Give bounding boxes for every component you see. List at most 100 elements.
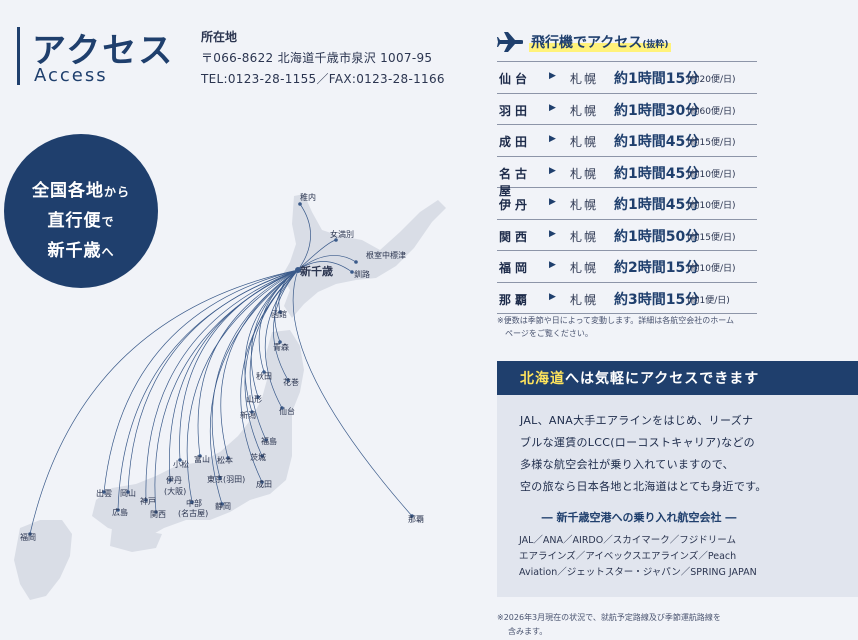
- city-label-kobe: 神戸: [140, 496, 156, 506]
- flight-note: ※便数は季節や日によって変動します。詳細は各航空会社のホーム: [497, 316, 735, 325]
- arrow-icon: ▶: [549, 260, 556, 270]
- hub-dot: [295, 267, 301, 273]
- city-label-hakodate: 函館: [271, 309, 287, 319]
- city-label-niigata: 新潟: [240, 410, 256, 420]
- city-label-narita: 成田: [256, 479, 272, 489]
- flight-duration: 約1時間15分: [614, 71, 700, 87]
- flight-origin: 名古屋: [499, 166, 532, 198]
- city-label-izumo: 出雲: [96, 488, 112, 498]
- info-title-highlight: 北海道: [520, 371, 565, 387]
- arrow-icon: ▶: [549, 165, 556, 176]
- airlines-line: JAL／ANA／AIRDO／スカイマーク／フジドリーム: [519, 535, 736, 546]
- city-label-tokyo: 東京(羽田): [207, 474, 245, 484]
- city-label-nagoya: (名古屋): [178, 508, 208, 518]
- info-paragraph-line: 多様な航空会社が乗り入れていますので、: [520, 458, 734, 471]
- flight-destination: 札幌: [570, 135, 599, 149]
- badge-line1-small: から: [103, 185, 130, 199]
- city-dot: [262, 370, 266, 374]
- route-line: [264, 269, 299, 409]
- city-dot: [334, 238, 338, 242]
- footnote: ※2026年3月現在の状況で、就航予定路線及び季節運航路線を: [497, 613, 721, 622]
- city-label-hiroshima: 広島: [112, 507, 128, 517]
- flight-destination: 札幌: [570, 198, 599, 212]
- flight-row: 関西▶札幌約1時間50分(約15便/日): [497, 220, 757, 251]
- city-label-sendai: 仙台: [279, 406, 295, 416]
- route-line: [211, 269, 299, 479]
- flight-row: 福岡▶札幌約2時間15分(約10便/日): [497, 251, 757, 283]
- airlines-heading: ― 新千歳空港への乗り入れ航空会社 ―: [541, 511, 737, 524]
- city-label-ibaraki: 茨城: [250, 452, 266, 462]
- flight-origin: 那覇: [499, 292, 532, 307]
- city-dots: [28, 202, 414, 536]
- city-label-hub: 新千歳: [300, 264, 333, 278]
- badge-line3: 新千歳: [47, 241, 102, 261]
- city-dot: [354, 260, 358, 264]
- info-paragraph-line: 空の旅なら日本各地と北海道はとても身近です。: [520, 480, 767, 493]
- arrow-icon: ▶: [549, 291, 556, 302]
- city-dot: [126, 490, 130, 494]
- city-label-nakashibetsu: 根室中標津: [366, 250, 406, 260]
- city-dot: [168, 478, 172, 482]
- route-line: [103, 269, 299, 493]
- flight-origin: 仙台: [499, 72, 532, 86]
- city-dot: [260, 454, 264, 458]
- flight-row: 仙台 ▶ 札幌 約1時間15分(約20便/日): [497, 61, 757, 94]
- direct-flights-badge: 全国各地から 直行便で 新千歳へ: [4, 134, 158, 288]
- route-line: [292, 269, 413, 517]
- route-line: [154, 269, 299, 513]
- badge-line2: 直行便: [47, 211, 102, 231]
- info-title-rest: へは気軽にアクセスできます: [565, 371, 760, 387]
- flight-frequency: (約1便/日): [687, 295, 730, 306]
- info-box: [497, 361, 858, 597]
- flight-origin: 伊丹: [499, 198, 532, 212]
- arrow-icon: ▶: [549, 197, 556, 207]
- title-accent-bar: [17, 27, 20, 85]
- city-dot: [278, 310, 282, 314]
- page-title: アクセス: [32, 31, 175, 71]
- flight-frequency: (約20便/日): [687, 75, 736, 85]
- flights-heading-small: (抜粋): [642, 40, 669, 50]
- flight-duration: 約2時間15分: [614, 260, 700, 276]
- airlines-line: Aviation／ジェットスター・ジャパン／SPRING JAPAN: [519, 567, 757, 578]
- airplane-icon: [497, 32, 523, 52]
- flight-duration: 約3時間15分: [614, 291, 700, 308]
- flight-frequency: (約10便/日): [687, 169, 736, 180]
- info-box-title: 北海道へは気軽にアクセスできます: [520, 368, 759, 388]
- route-line: [297, 255, 357, 271]
- flight-frequency: (約15便/日): [687, 232, 736, 243]
- flight-origin: 福岡: [499, 261, 532, 275]
- city-label-wakkanai: 稚内: [300, 192, 316, 202]
- city-dot: [298, 202, 302, 206]
- city-dot: [198, 454, 202, 458]
- info-paragraph-line: ブルな運賃のLCC(ローコストキャリア)などの: [520, 436, 755, 449]
- badge-line1: 全国各地: [31, 181, 104, 201]
- flight-destination: 札幌: [570, 166, 599, 181]
- city-label-itami: 伊丹: [166, 475, 182, 485]
- route-map: 稚内 女満別 根室中標津 釧路 新千歳 函館 青森 秋田 花巻 山形 仙台 新潟…: [14, 192, 446, 600]
- city-dot: [350, 270, 354, 274]
- flight-origin: 羽田: [499, 103, 532, 118]
- contact-line: TEL:0123-28-1155／FAX:0123-28-1166: [201, 72, 445, 86]
- route-line: [244, 269, 299, 413]
- info-box-header: [497, 361, 858, 395]
- page-subtitle: Access: [34, 65, 108, 86]
- route-line: [251, 269, 299, 398]
- city-label-naha: 那覇: [408, 515, 424, 524]
- arrow-icon: ▶: [549, 134, 556, 144]
- city-dot: [218, 476, 222, 480]
- city-dot: [264, 438, 268, 442]
- arrow-icon: ▶: [549, 228, 556, 239]
- arrow-icon: ▶: [549, 71, 556, 81]
- flight-duration: 約1時間45分: [614, 134, 700, 150]
- route-line: [117, 269, 299, 511]
- flight-duration: 約1時間45分: [614, 165, 700, 182]
- flight-destination: 札幌: [570, 72, 599, 86]
- city-dot: [28, 532, 32, 536]
- city-dot: [278, 340, 282, 344]
- city-dot: [256, 395, 260, 399]
- city-label-komatsu: 小松: [173, 459, 189, 469]
- route-lines: [29, 203, 413, 535]
- city-dot: [280, 406, 284, 410]
- flights-heading-text: 飛行機でアクセス: [531, 35, 643, 51]
- city-dot: [154, 510, 158, 514]
